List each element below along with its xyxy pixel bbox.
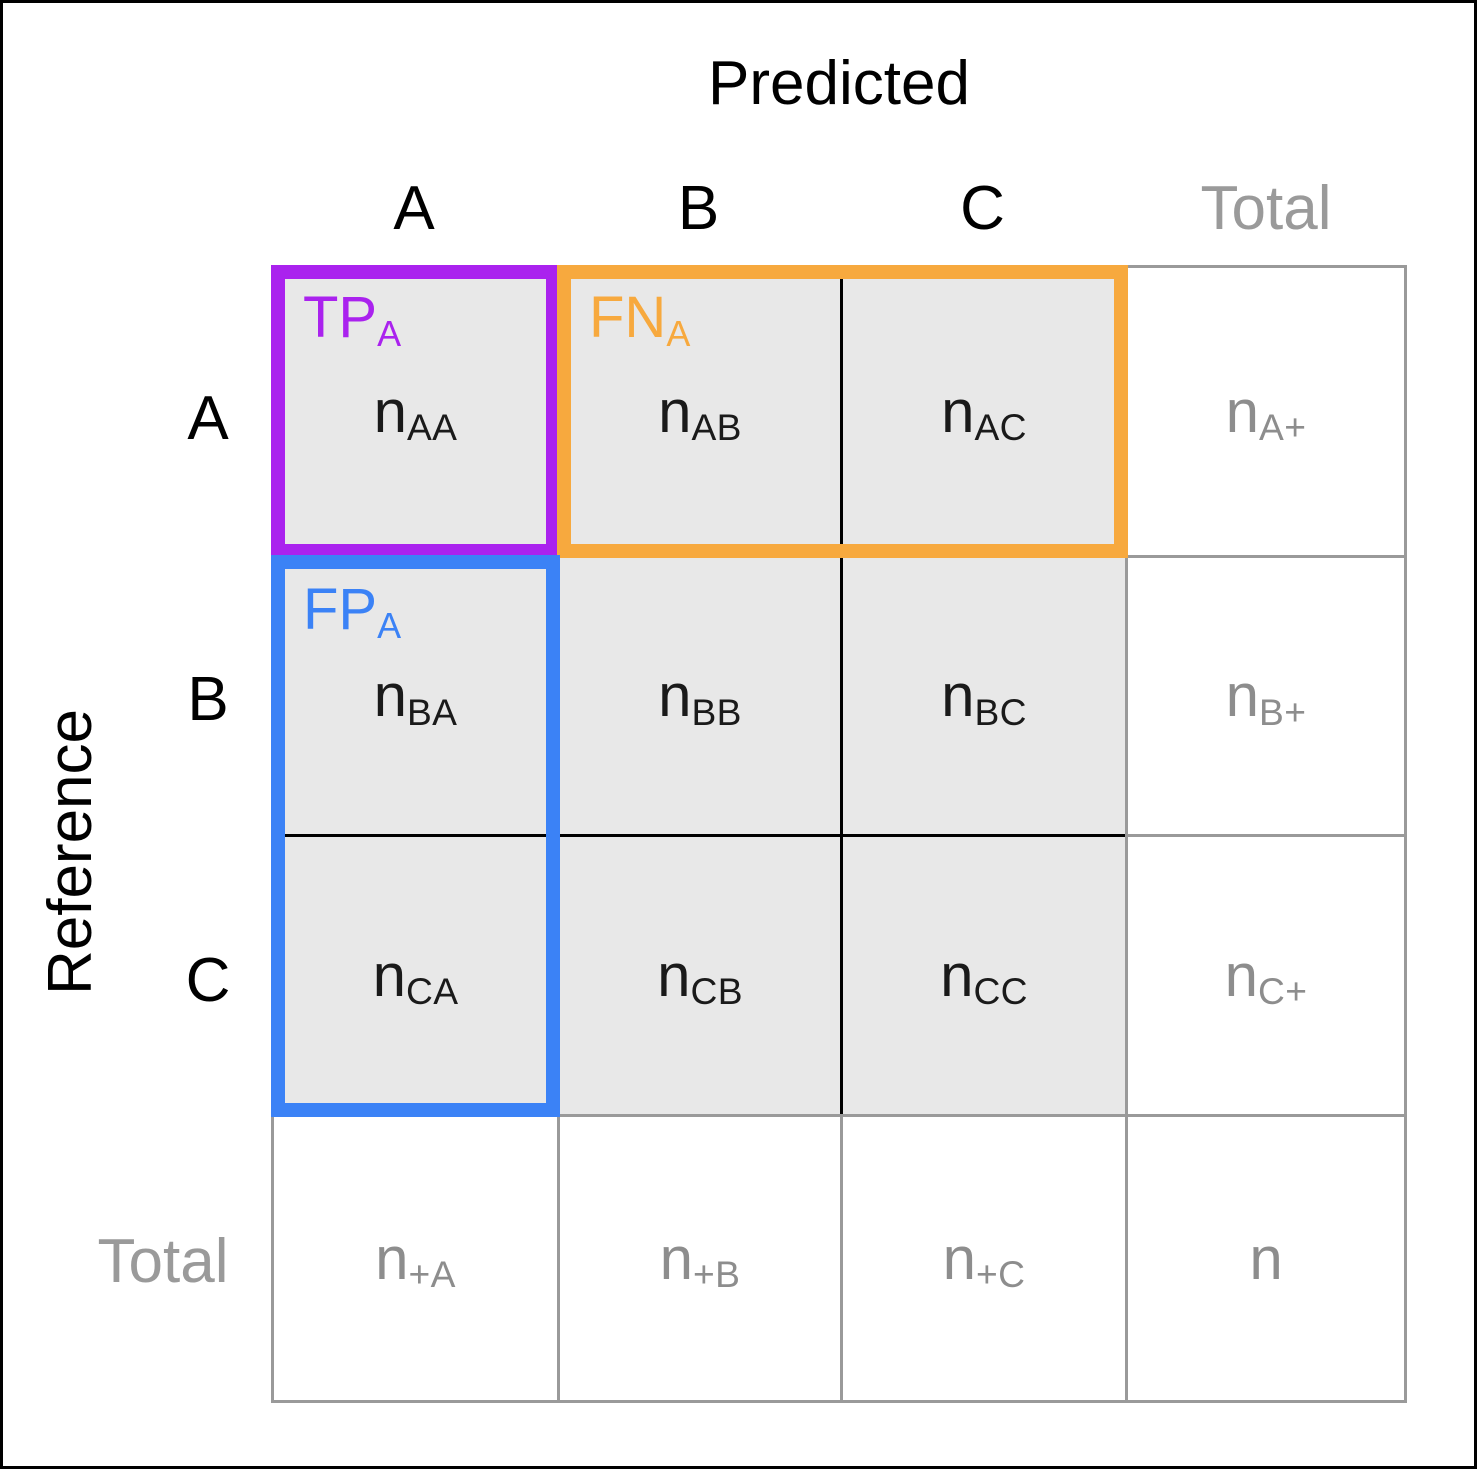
row-header-b: B — [187, 665, 229, 734]
cell-c-c-value: nCC — [940, 941, 1028, 1013]
cell-c-b: nCB — [557, 834, 843, 1117]
cell-b-c: nBC — [840, 555, 1128, 837]
cell-total-b-value: n+B — [659, 1224, 741, 1296]
cell-a-c: nAC — [840, 265, 1128, 558]
cell-b-b: nBB — [557, 555, 843, 837]
label-true-positive-a: TPA — [303, 285, 402, 354]
row-header-total: Total — [97, 1227, 229, 1296]
cell-c-c: nCC — [840, 834, 1128, 1117]
row-header-a: A — [187, 384, 229, 453]
column-header-a: A — [393, 174, 435, 243]
cell-total-c: n+C — [840, 1114, 1128, 1403]
cell-c-a-value: nCA — [372, 941, 459, 1013]
label-false-positive-a: FPA — [303, 577, 402, 646]
cell-b-total: nB+ — [1125, 555, 1407, 837]
row-header-c: C — [185, 946, 231, 1015]
cell-a-b-value: nAB — [658, 377, 742, 449]
cell-b-c-value: nBC — [941, 662, 1027, 733]
cell-total-a-value: n+A — [375, 1224, 456, 1296]
cell-grand-total: n — [1125, 1114, 1407, 1403]
column-header-total: Total — [1200, 174, 1332, 243]
column-header-b: B — [677, 174, 720, 243]
reference-axis-title: Reference — [36, 708, 105, 996]
cell-grand-total-value: n — [1249, 1224, 1283, 1292]
cell-a-total-value: nA+ — [1225, 377, 1307, 449]
cell-b-b-value: nBB — [658, 662, 742, 733]
label-false-negative-a: FNA — [589, 285, 691, 354]
cell-total-b: n+B — [557, 1114, 843, 1403]
cell-total-a: n+A — [271, 1114, 560, 1403]
cell-a-total: nA+ — [1125, 265, 1407, 558]
cell-b-total-value: nB+ — [1225, 662, 1307, 733]
cell-b-a-value: nBA — [373, 662, 458, 733]
cell-c-total: nC+ — [1125, 834, 1407, 1117]
cell-total-c-value: n+C — [942, 1224, 1026, 1296]
cell-a-a: nAA — [271, 265, 560, 558]
cell-c-a: nCA — [271, 834, 560, 1117]
cell-a-c-value: nAC — [941, 377, 1027, 449]
cell-c-total-value: nC+ — [1224, 941, 1308, 1013]
cell-a-a-value: nAA — [373, 377, 458, 449]
column-header-c: C — [960, 174, 1005, 243]
predicted-axis-title: Predicted — [708, 49, 970, 118]
cell-c-b-value: nCB — [657, 941, 743, 1013]
